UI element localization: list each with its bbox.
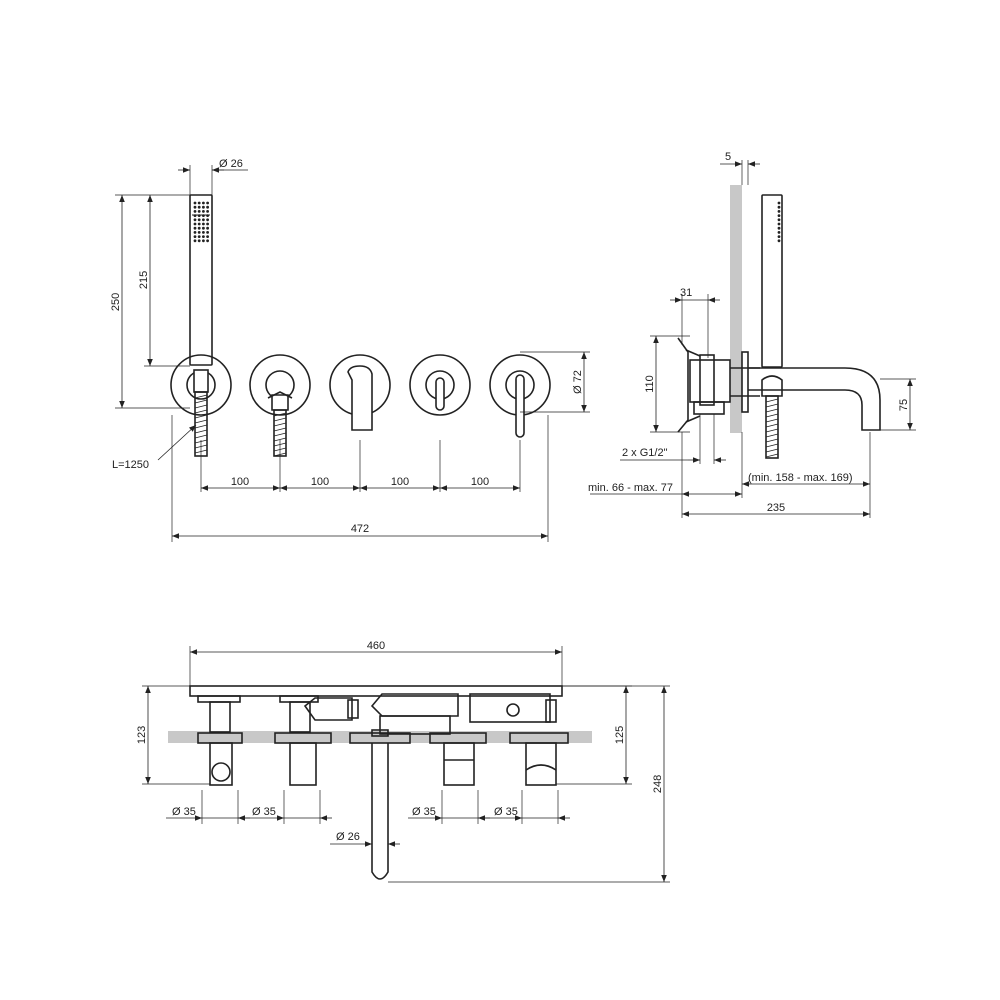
wall-plate-2 bbox=[249, 354, 311, 416]
wall-plate-1 bbox=[170, 354, 232, 416]
dim-spout-range: (min. 158 - max. 169) bbox=[748, 472, 853, 484]
dim-height-125: 125 bbox=[614, 726, 626, 744]
dim-diameter-72: Ø 72 bbox=[572, 370, 584, 394]
dim-spacing-4: 100 bbox=[471, 476, 489, 488]
hand-shower bbox=[189, 194, 213, 366]
dim-diameter-35-1: Ø 35 bbox=[172, 806, 196, 818]
dim-diameter-26-top: Ø 26 bbox=[219, 158, 243, 170]
mounting-plate bbox=[189, 685, 563, 697]
hose-length-label: L=1250 bbox=[112, 459, 149, 471]
spout-side bbox=[748, 367, 881, 431]
hose-side bbox=[765, 395, 779, 459]
side-nozzles-icon bbox=[777, 201, 781, 243]
dim-depth-31: 31 bbox=[680, 287, 692, 299]
hand-shower-side bbox=[761, 194, 783, 368]
dim-height-110: 110 bbox=[644, 375, 656, 393]
dim-spacing-2: 100 bbox=[311, 476, 329, 488]
dim-spacing-1: 100 bbox=[231, 476, 249, 488]
dim-height-250: 250 bbox=[110, 293, 122, 311]
hose-outlet bbox=[209, 742, 233, 786]
dim-diameter-26-spout: Ø 26 bbox=[336, 831, 360, 843]
dim-height-123: 123 bbox=[136, 726, 148, 744]
mounting-bracket bbox=[677, 337, 689, 433]
top-view: 460 123 125 248 Ø 35 Ø 35 Ø 35 bbox=[136, 640, 670, 883]
wall-plate-3 bbox=[409, 354, 471, 416]
dim-depth-range: min. 66 - max. 77 bbox=[588, 482, 673, 494]
shower-head-nozzles-icon bbox=[193, 201, 210, 243]
dim-spacing-3: 100 bbox=[391, 476, 409, 488]
dim-panel-5: 5 bbox=[725, 151, 731, 163]
dim-diameter-35-2: Ø 35 bbox=[252, 806, 276, 818]
dim-total-235: 235 bbox=[767, 502, 785, 514]
side-view: 5 31 110 75 bbox=[588, 151, 916, 518]
dim-width-460: 460 bbox=[367, 640, 385, 652]
wall-plate-4 bbox=[489, 354, 551, 438]
spout-top bbox=[371, 743, 389, 880]
dim-diameter-35-3: Ø 35 bbox=[412, 806, 436, 818]
wall-plate-spout bbox=[329, 354, 391, 431]
dim-diameter-35-4: Ø 35 bbox=[494, 806, 518, 818]
dim-spout-height-75: 75 bbox=[898, 399, 910, 411]
dim-height-215: 215 bbox=[138, 271, 150, 289]
dim-total-472: 472 bbox=[351, 523, 369, 535]
hand-shower-body bbox=[189, 194, 213, 366]
wall-section bbox=[730, 185, 742, 433]
hose-connector bbox=[193, 369, 209, 393]
front-view: Ø 26 250 215 Ø 72 L=1250 100 100 100 100 bbox=[110, 158, 590, 542]
dim-height-248: 248 bbox=[652, 775, 664, 793]
dim-connections: 2 x G1/2" bbox=[622, 447, 668, 459]
